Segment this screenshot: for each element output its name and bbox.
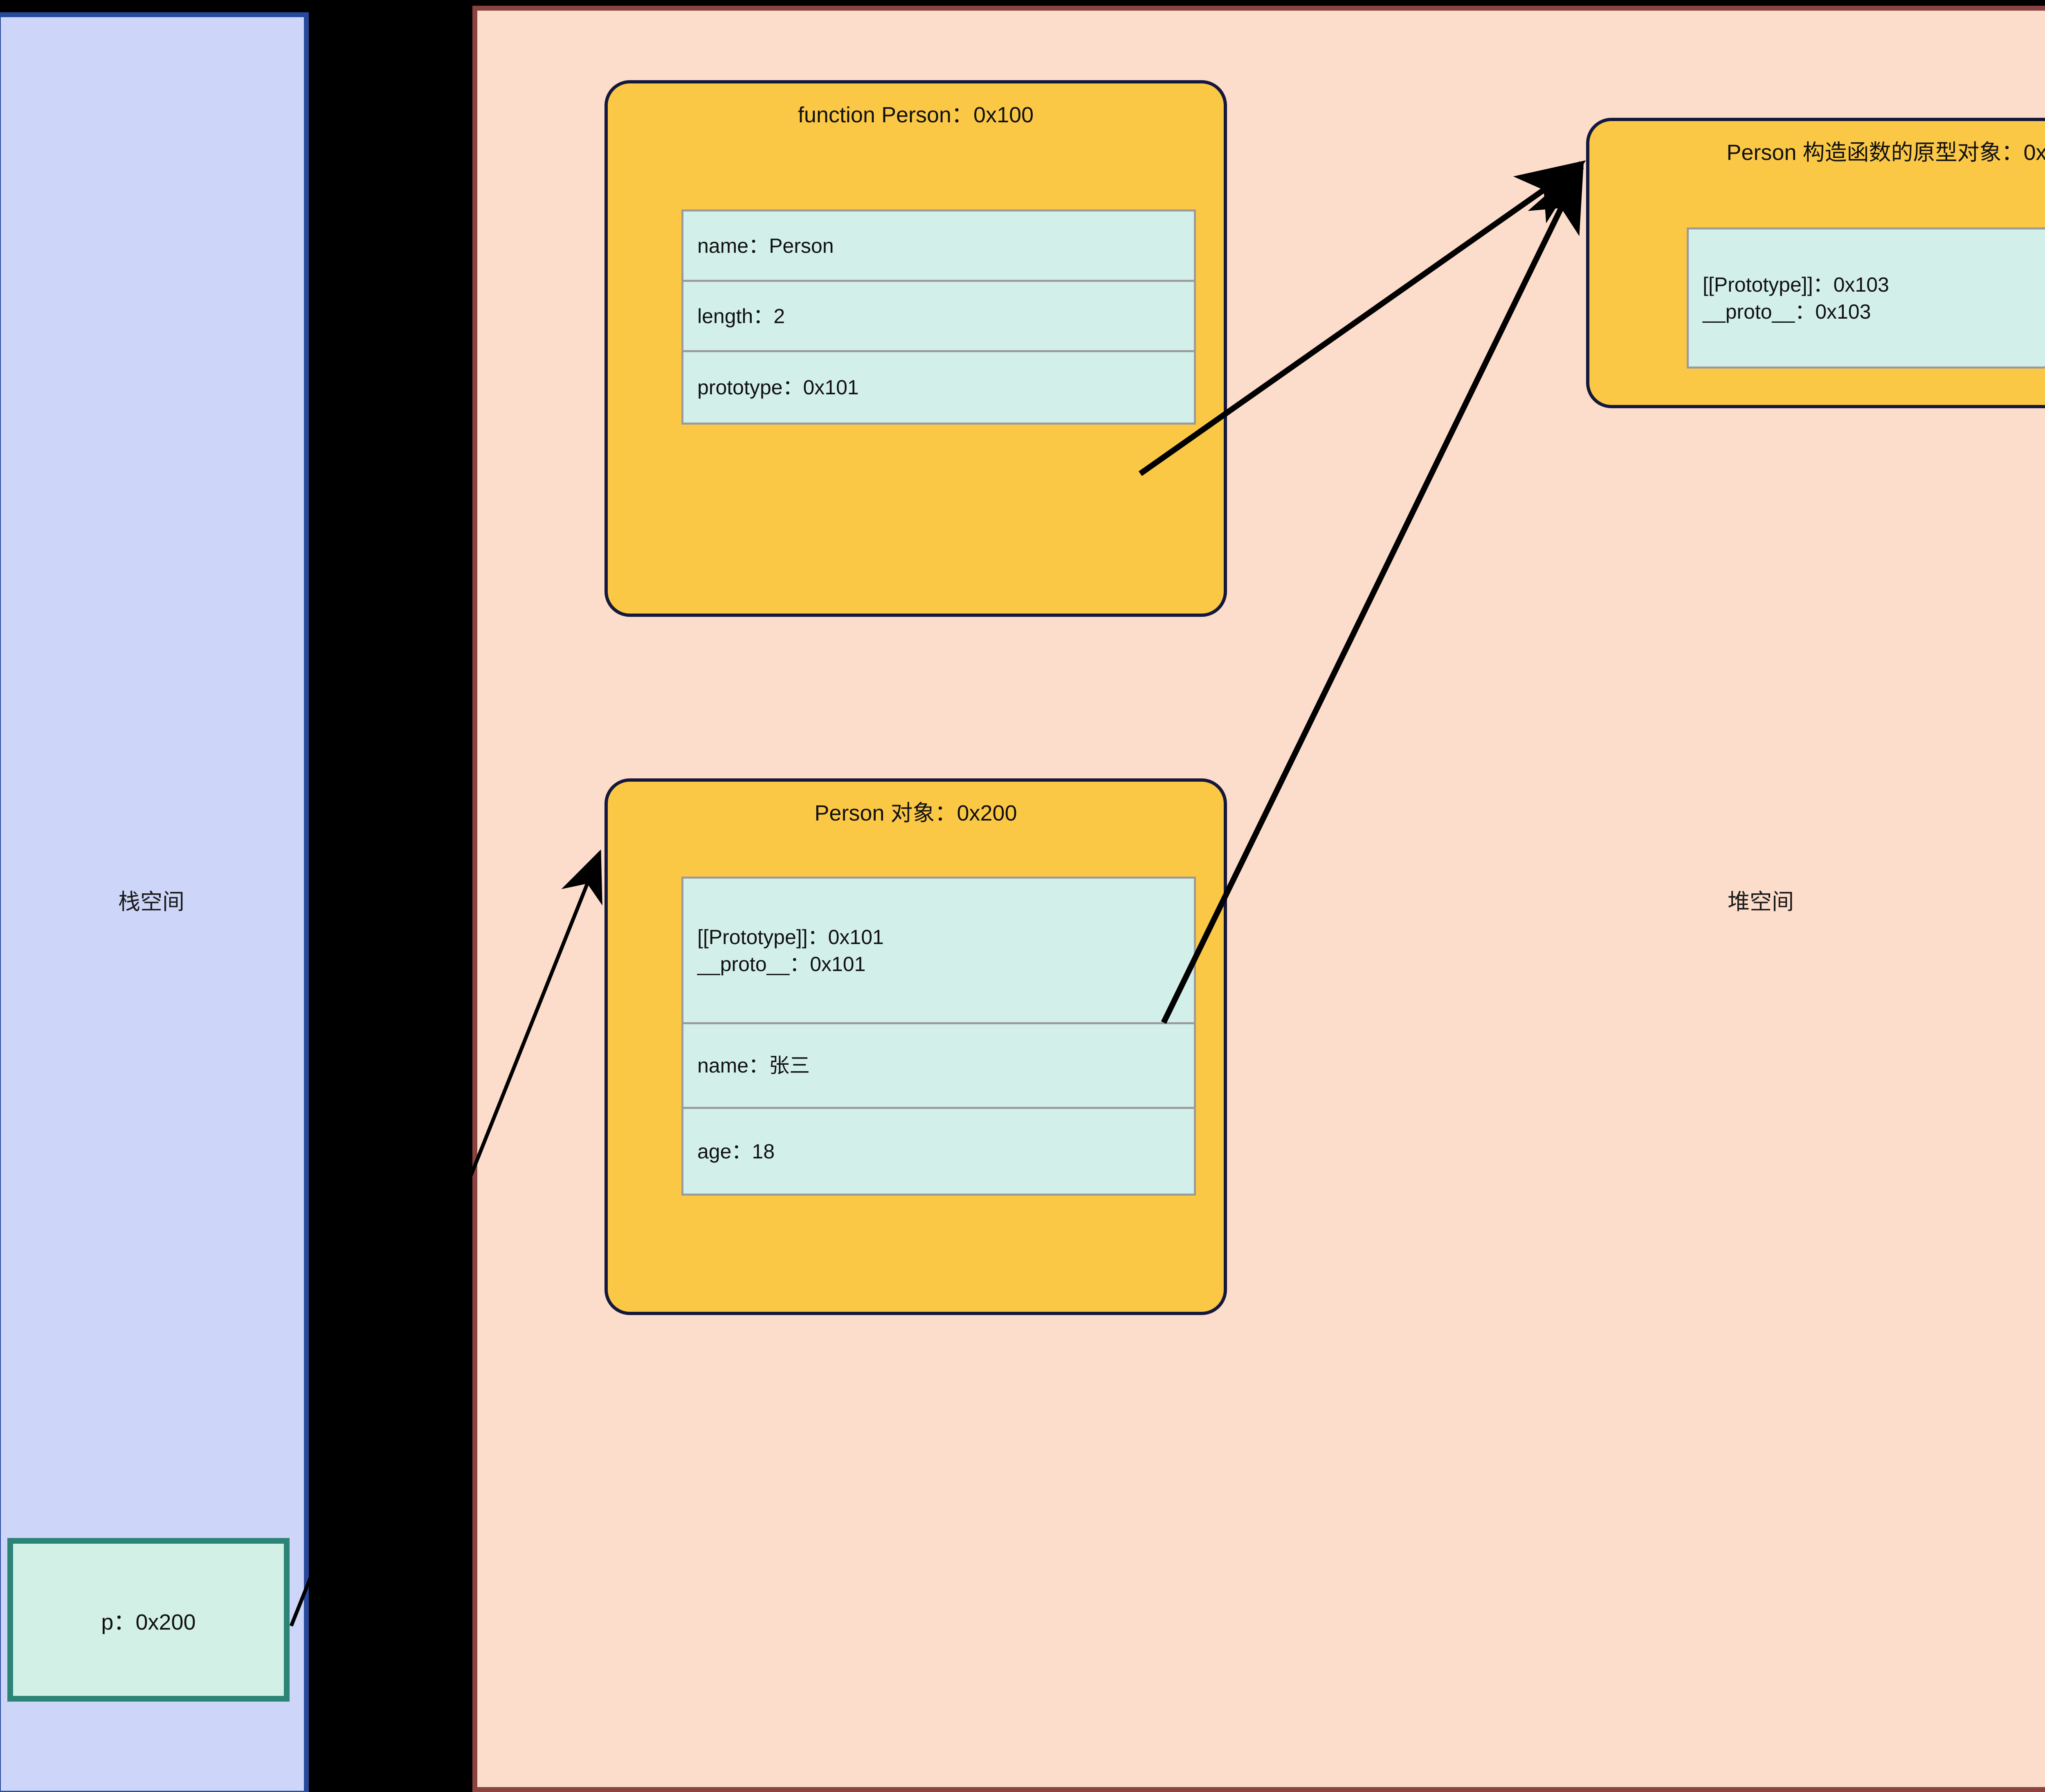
property-text: name：张三 — [697, 1054, 810, 1077]
property-text: length：2 — [697, 304, 785, 328]
heap-object-function-person[interactable]: function Person：0x100 name：Person length… — [605, 80, 1227, 617]
property-row-prototype-link[interactable]: [[Prototype]]：0x103 __proto__：0x103 — [1689, 229, 2045, 366]
property-text: age：18 — [697, 1140, 775, 1163]
object-title: Person 构造函数的原型对象：0x101 — [1726, 140, 2045, 165]
property-text-proto: __proto__：0x101 — [697, 952, 866, 976]
stack-memory-region — [0, 12, 309, 1792]
object-property-table: [[Prototype]]：0x101 __proto__：0x101 name… — [681, 877, 1196, 1196]
property-text: name：Person — [697, 234, 834, 257]
stack-region-label: 栈空间 — [118, 890, 184, 914]
object-property-table: name：Person length：2 prototype：0x101 — [681, 209, 1196, 425]
object-title: function Person：0x100 — [798, 103, 1034, 127]
stack-variable-label: p：0x200 — [101, 1610, 196, 1635]
property-text-prototype: [[Prototype]]：0x101 — [697, 925, 884, 949]
property-row-length[interactable]: length：2 — [683, 282, 1194, 352]
heap-object-person-prototype[interactable]: Person 构造函数的原型对象：0x101 [[Prototype]]：0x1… — [1586, 118, 2045, 408]
property-row-name[interactable]: name：Person — [683, 211, 1194, 282]
object-property-table: [[Prototype]]：0x103 __proto__：0x103 — [1687, 227, 2045, 369]
stack-variable-cell-p[interactable]: p：0x200 — [7, 1538, 290, 1702]
property-row-age[interactable]: age：18 — [683, 1109, 1194, 1194]
heap-object-person-instance[interactable]: Person 对象：0x200 [[Prototype]]：0x101 __pr… — [605, 778, 1227, 1315]
property-row-prototype[interactable]: prototype：0x101 — [683, 352, 1194, 423]
object-title: Person 对象：0x200 — [814, 801, 1017, 825]
property-row-prototype-link[interactable]: [[Prototype]]：0x101 __proto__：0x101 — [683, 879, 1194, 1024]
property-row-name[interactable]: name：张三 — [683, 1024, 1194, 1109]
property-text-prototype: [[Prototype]]：0x103 — [1703, 273, 1889, 296]
property-text-proto: __proto__：0x103 — [1703, 300, 1871, 323]
property-text: prototype：0x101 — [697, 376, 859, 399]
heap-region-label: 堆空间 — [1728, 890, 1794, 914]
